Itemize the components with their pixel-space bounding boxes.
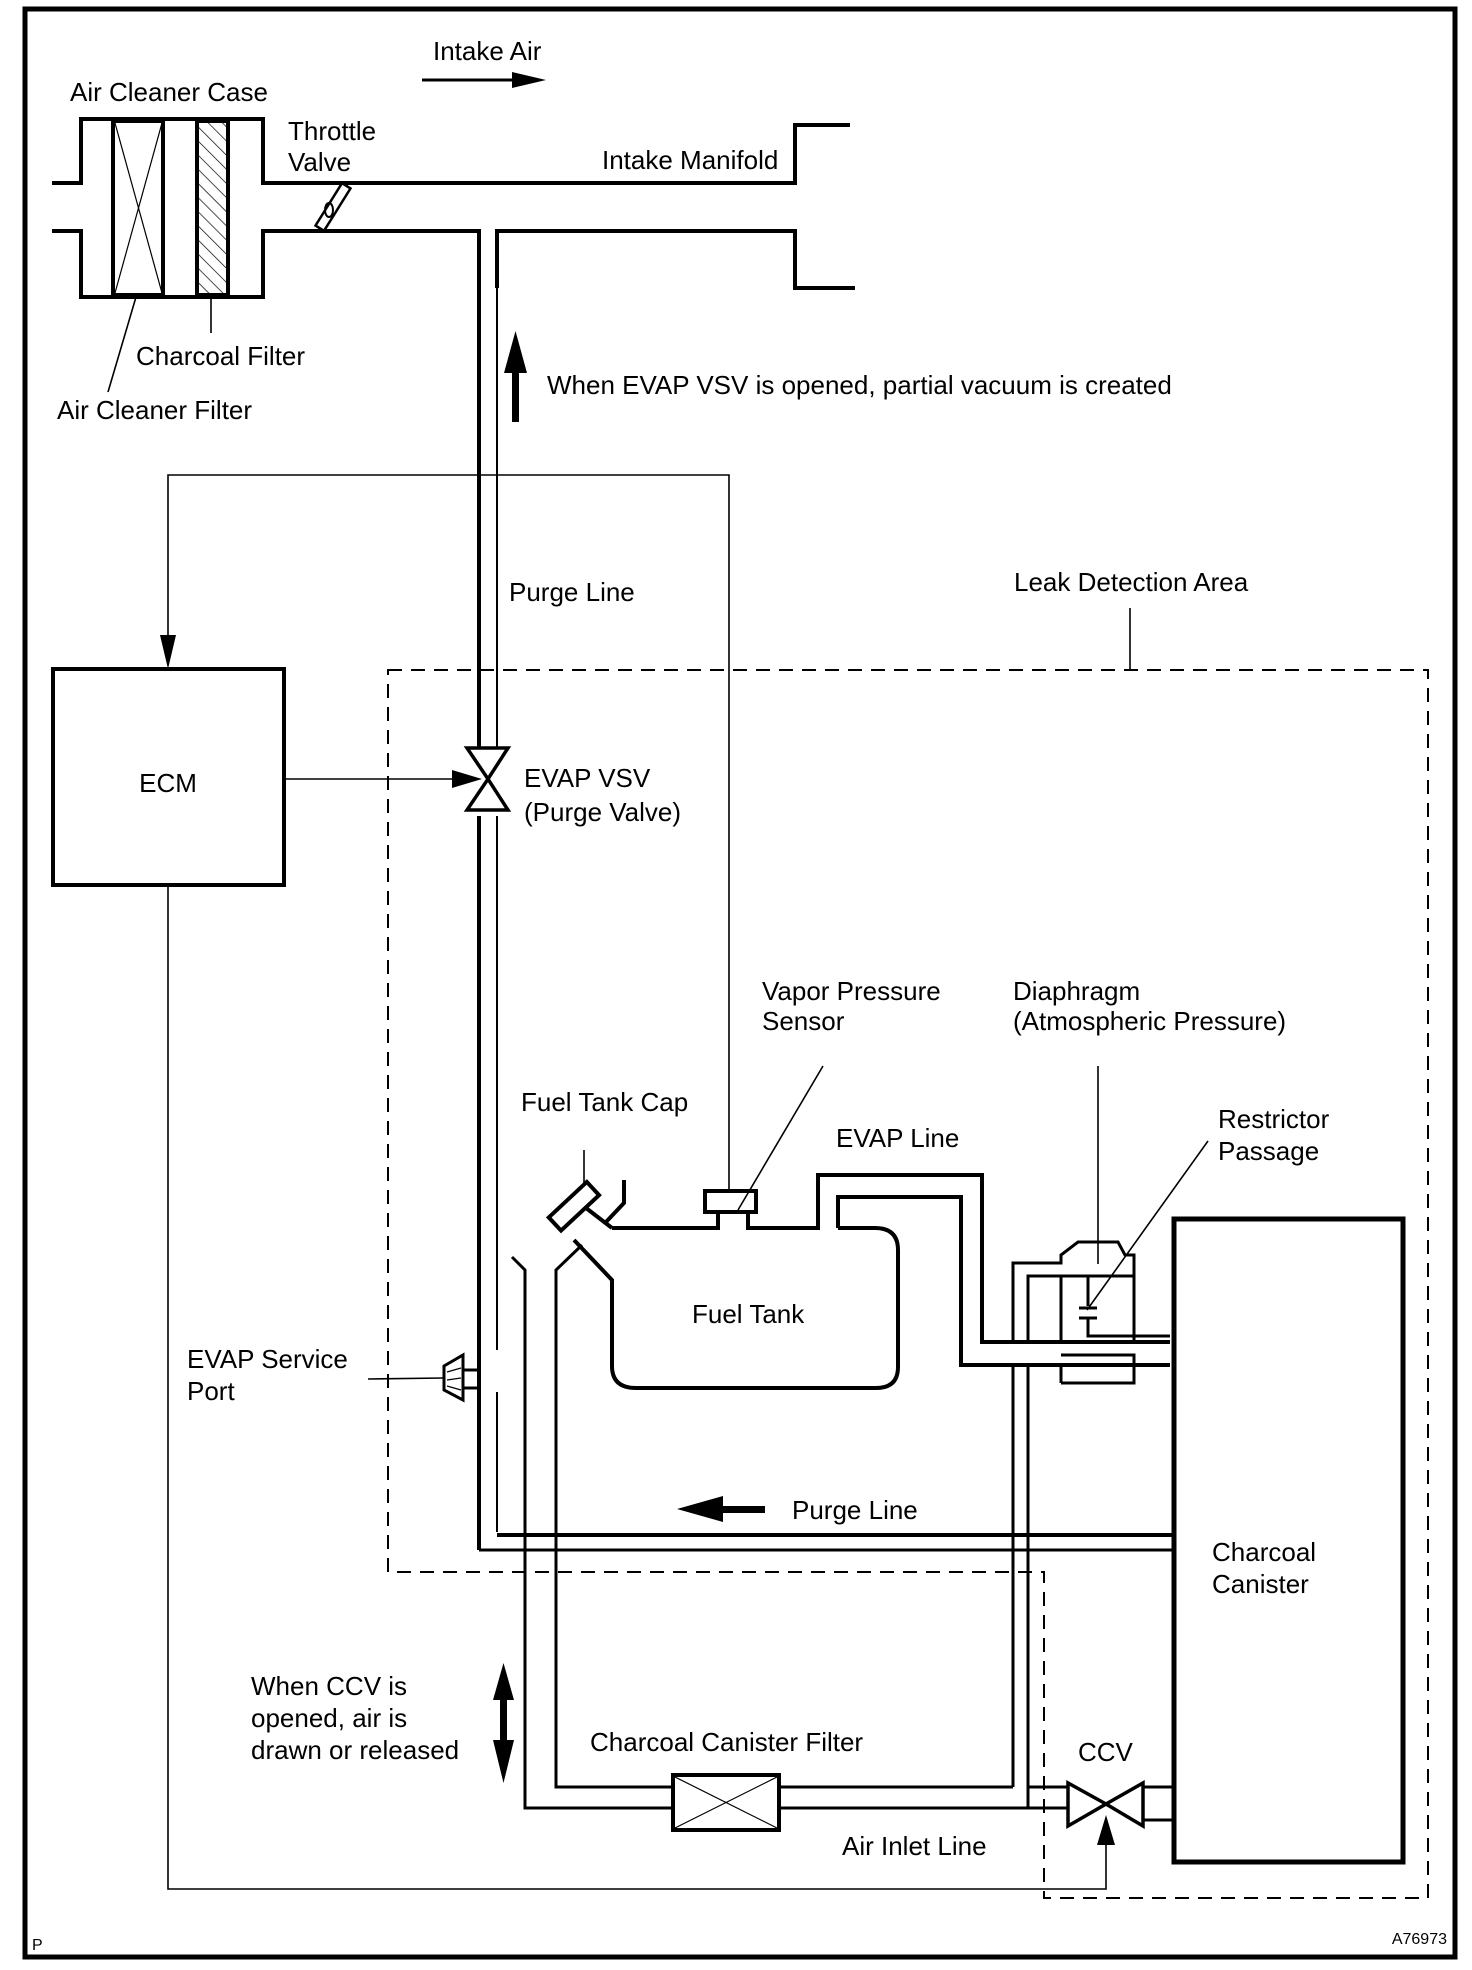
sensor-signal-wire <box>160 474 730 1191</box>
ecm-to-ccv-signal <box>167 885 1115 1890</box>
air-cleaner-case-label: Air Cleaner Case <box>70 77 268 107</box>
fuel-tank <box>572 1173 1170 1390</box>
diaphragm-label-1: Diaphragm <box>1013 976 1140 1006</box>
evap-line-label: EVAP Line <box>836 1123 959 1153</box>
intake-manifold-label: Intake Manifold <box>602 145 778 175</box>
vapor-pressure-sensor-label-1: Vapor Pressure <box>762 976 941 1006</box>
throttle-valve-icon <box>313 181 353 233</box>
figure-id: A76973 <box>1392 1931 1447 1948</box>
vacuum-note-label: When EVAP VSV is opened, partial vacuum … <box>547 370 1172 400</box>
leak-detection-area-label: Leak Detection Area <box>1014 567 1249 597</box>
diaphragm-label-2: (Atmospheric Pressure) <box>1013 1006 1286 1036</box>
outer-frame <box>22 6 1458 1960</box>
restrictor-label-2: Passage <box>1218 1136 1319 1166</box>
intake-air-label: Intake Air <box>433 36 542 66</box>
evap-vsv-label-1: EVAP VSV <box>524 763 651 793</box>
fuel-tank-cap-icon <box>510 1150 673 1810</box>
throttle-valve-label-1: Throttle <box>288 116 376 146</box>
charcoal-canister-label-2: Canister <box>1212 1569 1309 1599</box>
purge-line-horizontal <box>479 1533 1174 1552</box>
fuel-tank-label: Fuel Tank <box>692 1299 805 1329</box>
ecm-label: ECM <box>139 768 197 798</box>
ecm-to-vsv-signal <box>284 770 482 788</box>
ccv-label: CCV <box>1078 1737 1134 1767</box>
purge-line-left-arrow <box>677 1496 765 1522</box>
evap-vsv-icon <box>463 746 512 812</box>
throttle-valve-label-2: Valve <box>288 147 351 177</box>
vapor-pressure-sensor-label-2: Sensor <box>762 1006 845 1036</box>
evap-vsv-label-2: (Purge Valve) <box>524 797 681 827</box>
diaphragm-restrictor-icon <box>1011 1240 1170 1385</box>
restrictor-label-1: Restrictor <box>1218 1104 1330 1134</box>
corner-mark: P <box>32 1937 43 1954</box>
purge-line-lower-label: Purge Line <box>792 1495 918 1525</box>
ccv-note-label-2: opened, air is <box>251 1703 407 1733</box>
air-cleaner-filter-label: Air Cleaner Filter <box>57 395 252 425</box>
ccv-valve-icon <box>1028 1779 1174 1830</box>
atmosphere-vertical-lines <box>1011 1365 1030 1808</box>
charcoal-canister-filter-icon <box>671 1773 781 1832</box>
charcoal-filter-label: Charcoal Filter <box>136 341 305 371</box>
charcoal-canister <box>1171 1216 1406 1865</box>
air-cleaner-filter-leader <box>107 296 137 393</box>
evap-service-port-icon <box>442 1352 479 1403</box>
leak-detection-area-boundary <box>387 669 1429 1899</box>
restrictor-leader <box>1086 1140 1209 1311</box>
intake-air-arrow <box>422 72 546 88</box>
evap-service-port-leader <box>367 1377 445 1380</box>
charcoal-canister-label-1: Charcoal <box>1212 1537 1316 1567</box>
air-cleaner-case <box>52 117 855 299</box>
filter-right-lines <box>779 1785 1068 1810</box>
vacuum-up-arrow <box>504 331 527 422</box>
purge-line-vertical <box>477 288 498 1550</box>
vapor-pressure-sensor-leader <box>737 1065 824 1211</box>
ccv-note-label-1: When CCV is <box>251 1671 407 1701</box>
ccv-double-arrow <box>493 1663 514 1783</box>
evap-service-port-label-1: EVAP Service <box>187 1344 348 1374</box>
charcoal-canister-filter-label: Charcoal Canister Filter <box>590 1727 863 1757</box>
evap-service-port-label-2: Port <box>187 1376 235 1406</box>
air-inlet-line-label: Air Inlet Line <box>842 1831 987 1861</box>
ccv-note-label-3: drawn or released <box>251 1735 459 1765</box>
fuel-tank-cap-label: Fuel Tank Cap <box>521 1087 688 1117</box>
purge-line-upper-label: Purge Line <box>509 577 635 607</box>
vapor-pressure-sensor-icon <box>703 1189 758 1214</box>
